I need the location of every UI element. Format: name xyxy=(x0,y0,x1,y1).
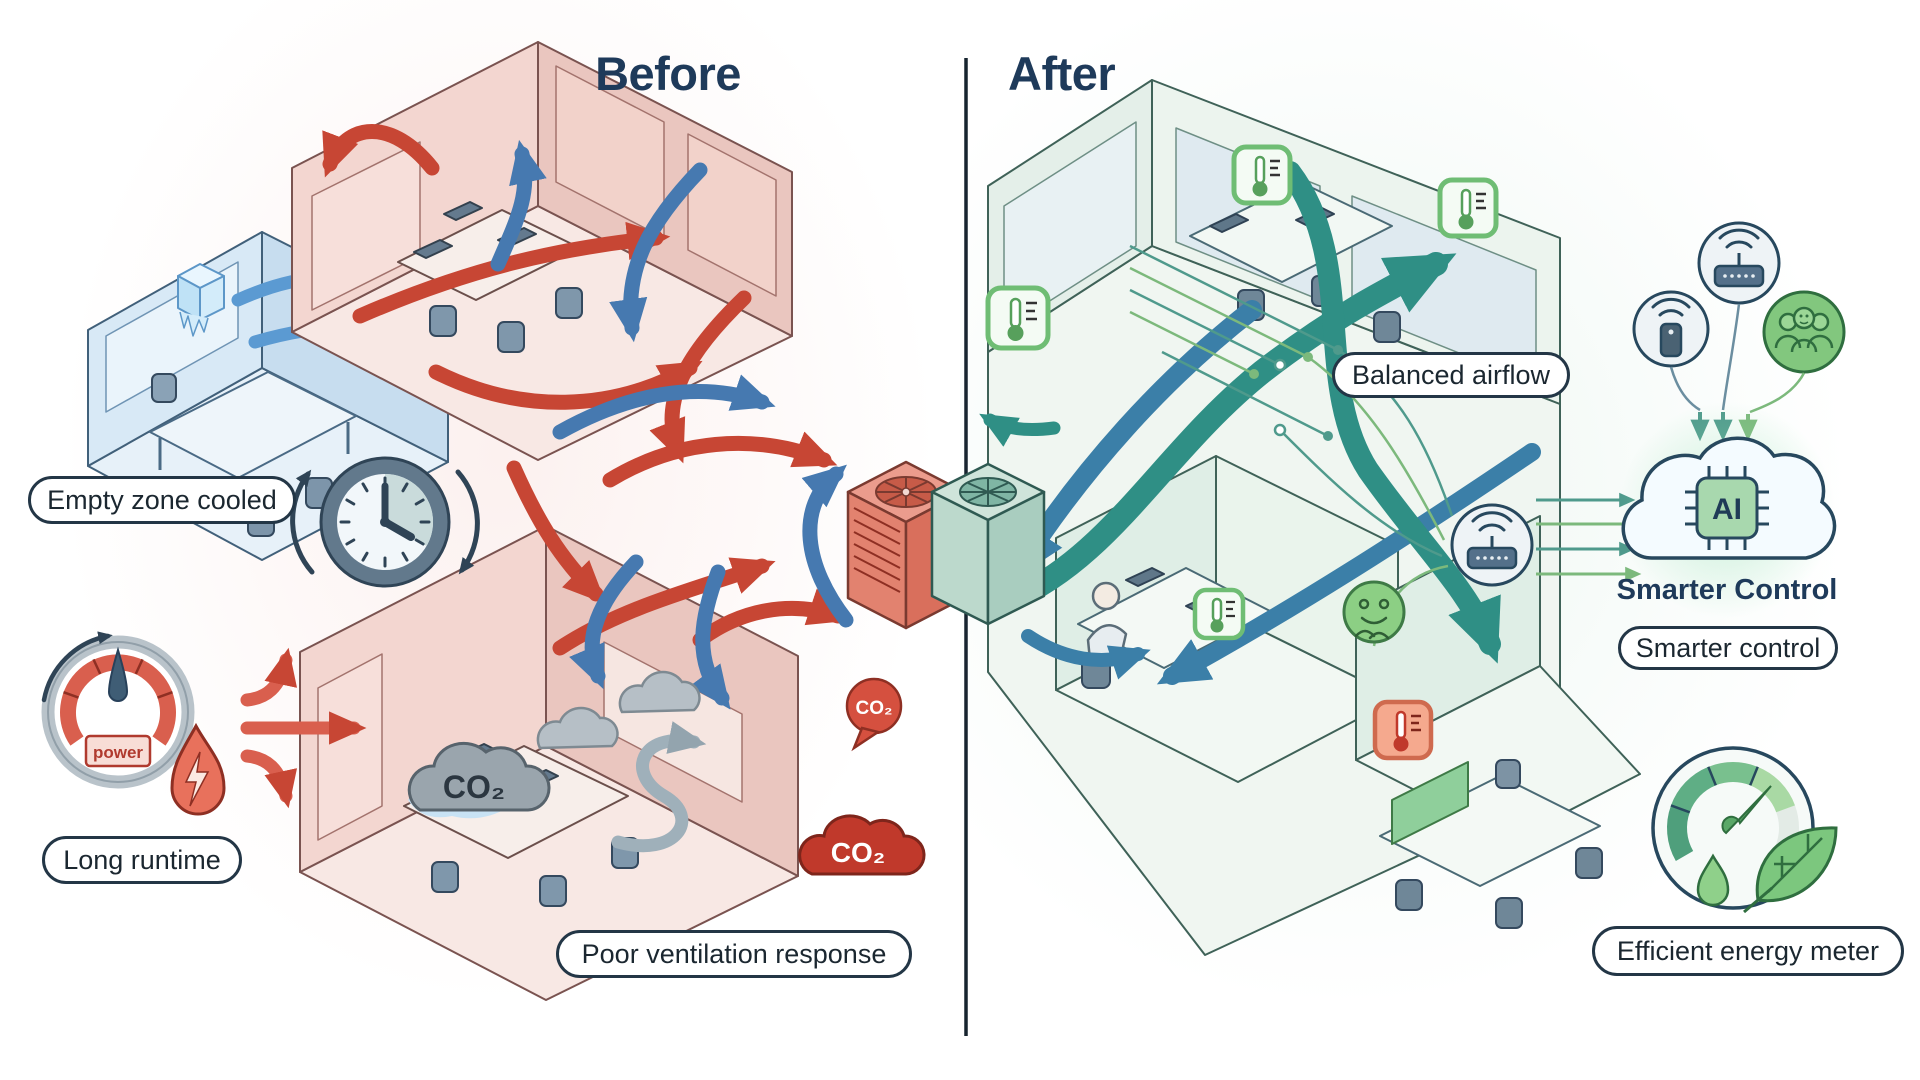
chair xyxy=(1575,847,1603,879)
cold-air-arrow xyxy=(490,139,547,272)
rotation-arrow xyxy=(455,469,480,575)
eco-flame-icon xyxy=(1696,853,1730,907)
smarter-control-heading: Smarter Control xyxy=(1616,574,1838,606)
ice-cube-icon xyxy=(177,263,225,337)
supply-air-arrow xyxy=(1279,161,1501,664)
rising-arrow xyxy=(41,631,113,703)
hour-hand xyxy=(381,518,415,541)
hot-air-arrow xyxy=(506,460,607,605)
hot-air-arrow xyxy=(352,221,671,324)
ai-cloud-icon: AI xyxy=(1619,402,1837,618)
before-title: Before xyxy=(595,47,741,100)
cold-air-arrow xyxy=(552,374,776,440)
fan-unit-icon xyxy=(930,462,1046,626)
power-gauge-icon: power xyxy=(41,631,226,816)
chair xyxy=(1395,879,1423,911)
smoke-cloud-icon xyxy=(536,670,701,750)
chair xyxy=(555,287,583,319)
window xyxy=(1003,121,1137,331)
power-label: power xyxy=(93,743,143,762)
supply-air-arrow xyxy=(1156,443,1541,685)
supply-air-arrow xyxy=(994,252,1457,614)
bolt-icon xyxy=(184,751,210,807)
wifi-waves-icon xyxy=(1471,511,1513,532)
co2-cloud-icon: CO₂ xyxy=(407,741,551,812)
wifi-router-icon xyxy=(1450,503,1534,587)
table-divider xyxy=(1391,761,1469,845)
after-scene: AI xyxy=(930,79,1846,956)
chair xyxy=(431,861,459,893)
label-empty-zone-cooled: Empty zone cooled xyxy=(28,476,296,524)
supply-air-arrow xyxy=(1009,300,1262,583)
ai-chip-label: AI xyxy=(1712,493,1742,526)
monitor xyxy=(413,239,453,259)
chair xyxy=(497,321,525,353)
cold-air-arrow xyxy=(801,464,854,628)
monitor xyxy=(1125,567,1165,587)
cold-air-arrow xyxy=(689,564,731,710)
wifi-waves-icon xyxy=(1651,297,1691,317)
co2-emission-cloud-icon: CO₂ xyxy=(798,814,926,876)
stale-air-swirl-arrow xyxy=(611,721,707,853)
label-long-runtime: Long runtime xyxy=(42,836,242,884)
chair xyxy=(539,875,567,907)
after-title: After xyxy=(1008,47,1116,100)
co2-badge-label: CO₂ xyxy=(856,698,893,719)
window xyxy=(687,133,777,297)
hot-air-arrow xyxy=(552,557,776,656)
thermostat-icon-green xyxy=(1192,587,1246,641)
chair xyxy=(1495,759,1521,789)
thermostat-icon-orange xyxy=(1372,699,1434,761)
monitor xyxy=(443,201,483,221)
label-poor-ventilation-response: Poor ventilation response xyxy=(556,930,912,978)
thermostat-icon-green xyxy=(1231,144,1293,206)
energy-gauge-icon xyxy=(1651,746,1838,914)
hot-air-arrow xyxy=(322,124,440,178)
clock-icon xyxy=(290,456,480,588)
occupancy-group-icon xyxy=(1762,290,1846,374)
co2-cloud-label: CO₂ xyxy=(443,769,505,805)
label-balanced-airflow: Balanced airflow xyxy=(1332,352,1570,398)
chair xyxy=(429,305,457,337)
window xyxy=(311,141,421,311)
chaotic-airflow-arrows xyxy=(322,124,854,710)
flame-icon xyxy=(170,722,226,816)
thermostat-icon-green xyxy=(1437,177,1499,239)
window xyxy=(317,653,383,841)
chair xyxy=(1495,897,1523,929)
label-smarter-control: Smarter control xyxy=(1618,626,1838,670)
supply-air-arrow xyxy=(979,413,1061,447)
hot-air-arrow xyxy=(602,431,838,488)
leaf-icon xyxy=(1743,826,1838,914)
chair xyxy=(151,373,177,403)
occupant-smiley-icon xyxy=(1342,580,1406,644)
hot-air-arrow xyxy=(428,360,703,410)
co2-badge-icon: CO₂ xyxy=(845,677,903,752)
gauge-needle xyxy=(1721,785,1772,835)
co2-emission-label: CO₂ xyxy=(831,837,885,868)
ai-chip-icon: AI xyxy=(1685,466,1769,550)
thermostat-icon-green xyxy=(985,285,1051,351)
heat-spread-arrows xyxy=(240,647,367,809)
heat-arrow-down xyxy=(240,749,298,809)
wifi-waves-icon xyxy=(1718,228,1760,249)
before-scene: power CO₂ xyxy=(41,41,966,1001)
wifi-router-icon xyxy=(1697,221,1781,305)
rotation-arrow xyxy=(290,469,315,575)
hot-air-arrow xyxy=(692,588,852,648)
cold-air-arrow xyxy=(609,162,708,343)
chair xyxy=(1373,311,1401,343)
monitor xyxy=(1209,213,1249,233)
balanced-airflow-arrows xyxy=(979,161,1541,685)
gauge-needle xyxy=(107,646,129,702)
cold-air-arrow xyxy=(569,554,644,690)
label-efficient-energy-meter: Efficient energy meter xyxy=(1592,926,1904,976)
stuffy-office-room xyxy=(299,525,799,1001)
heat-arrow-up xyxy=(240,647,298,707)
wifi-sensor-icon xyxy=(1632,290,1710,368)
hot-air-arrow xyxy=(649,290,752,464)
power-label-box xyxy=(84,734,152,768)
supply-air-arrow xyxy=(1021,629,1151,680)
